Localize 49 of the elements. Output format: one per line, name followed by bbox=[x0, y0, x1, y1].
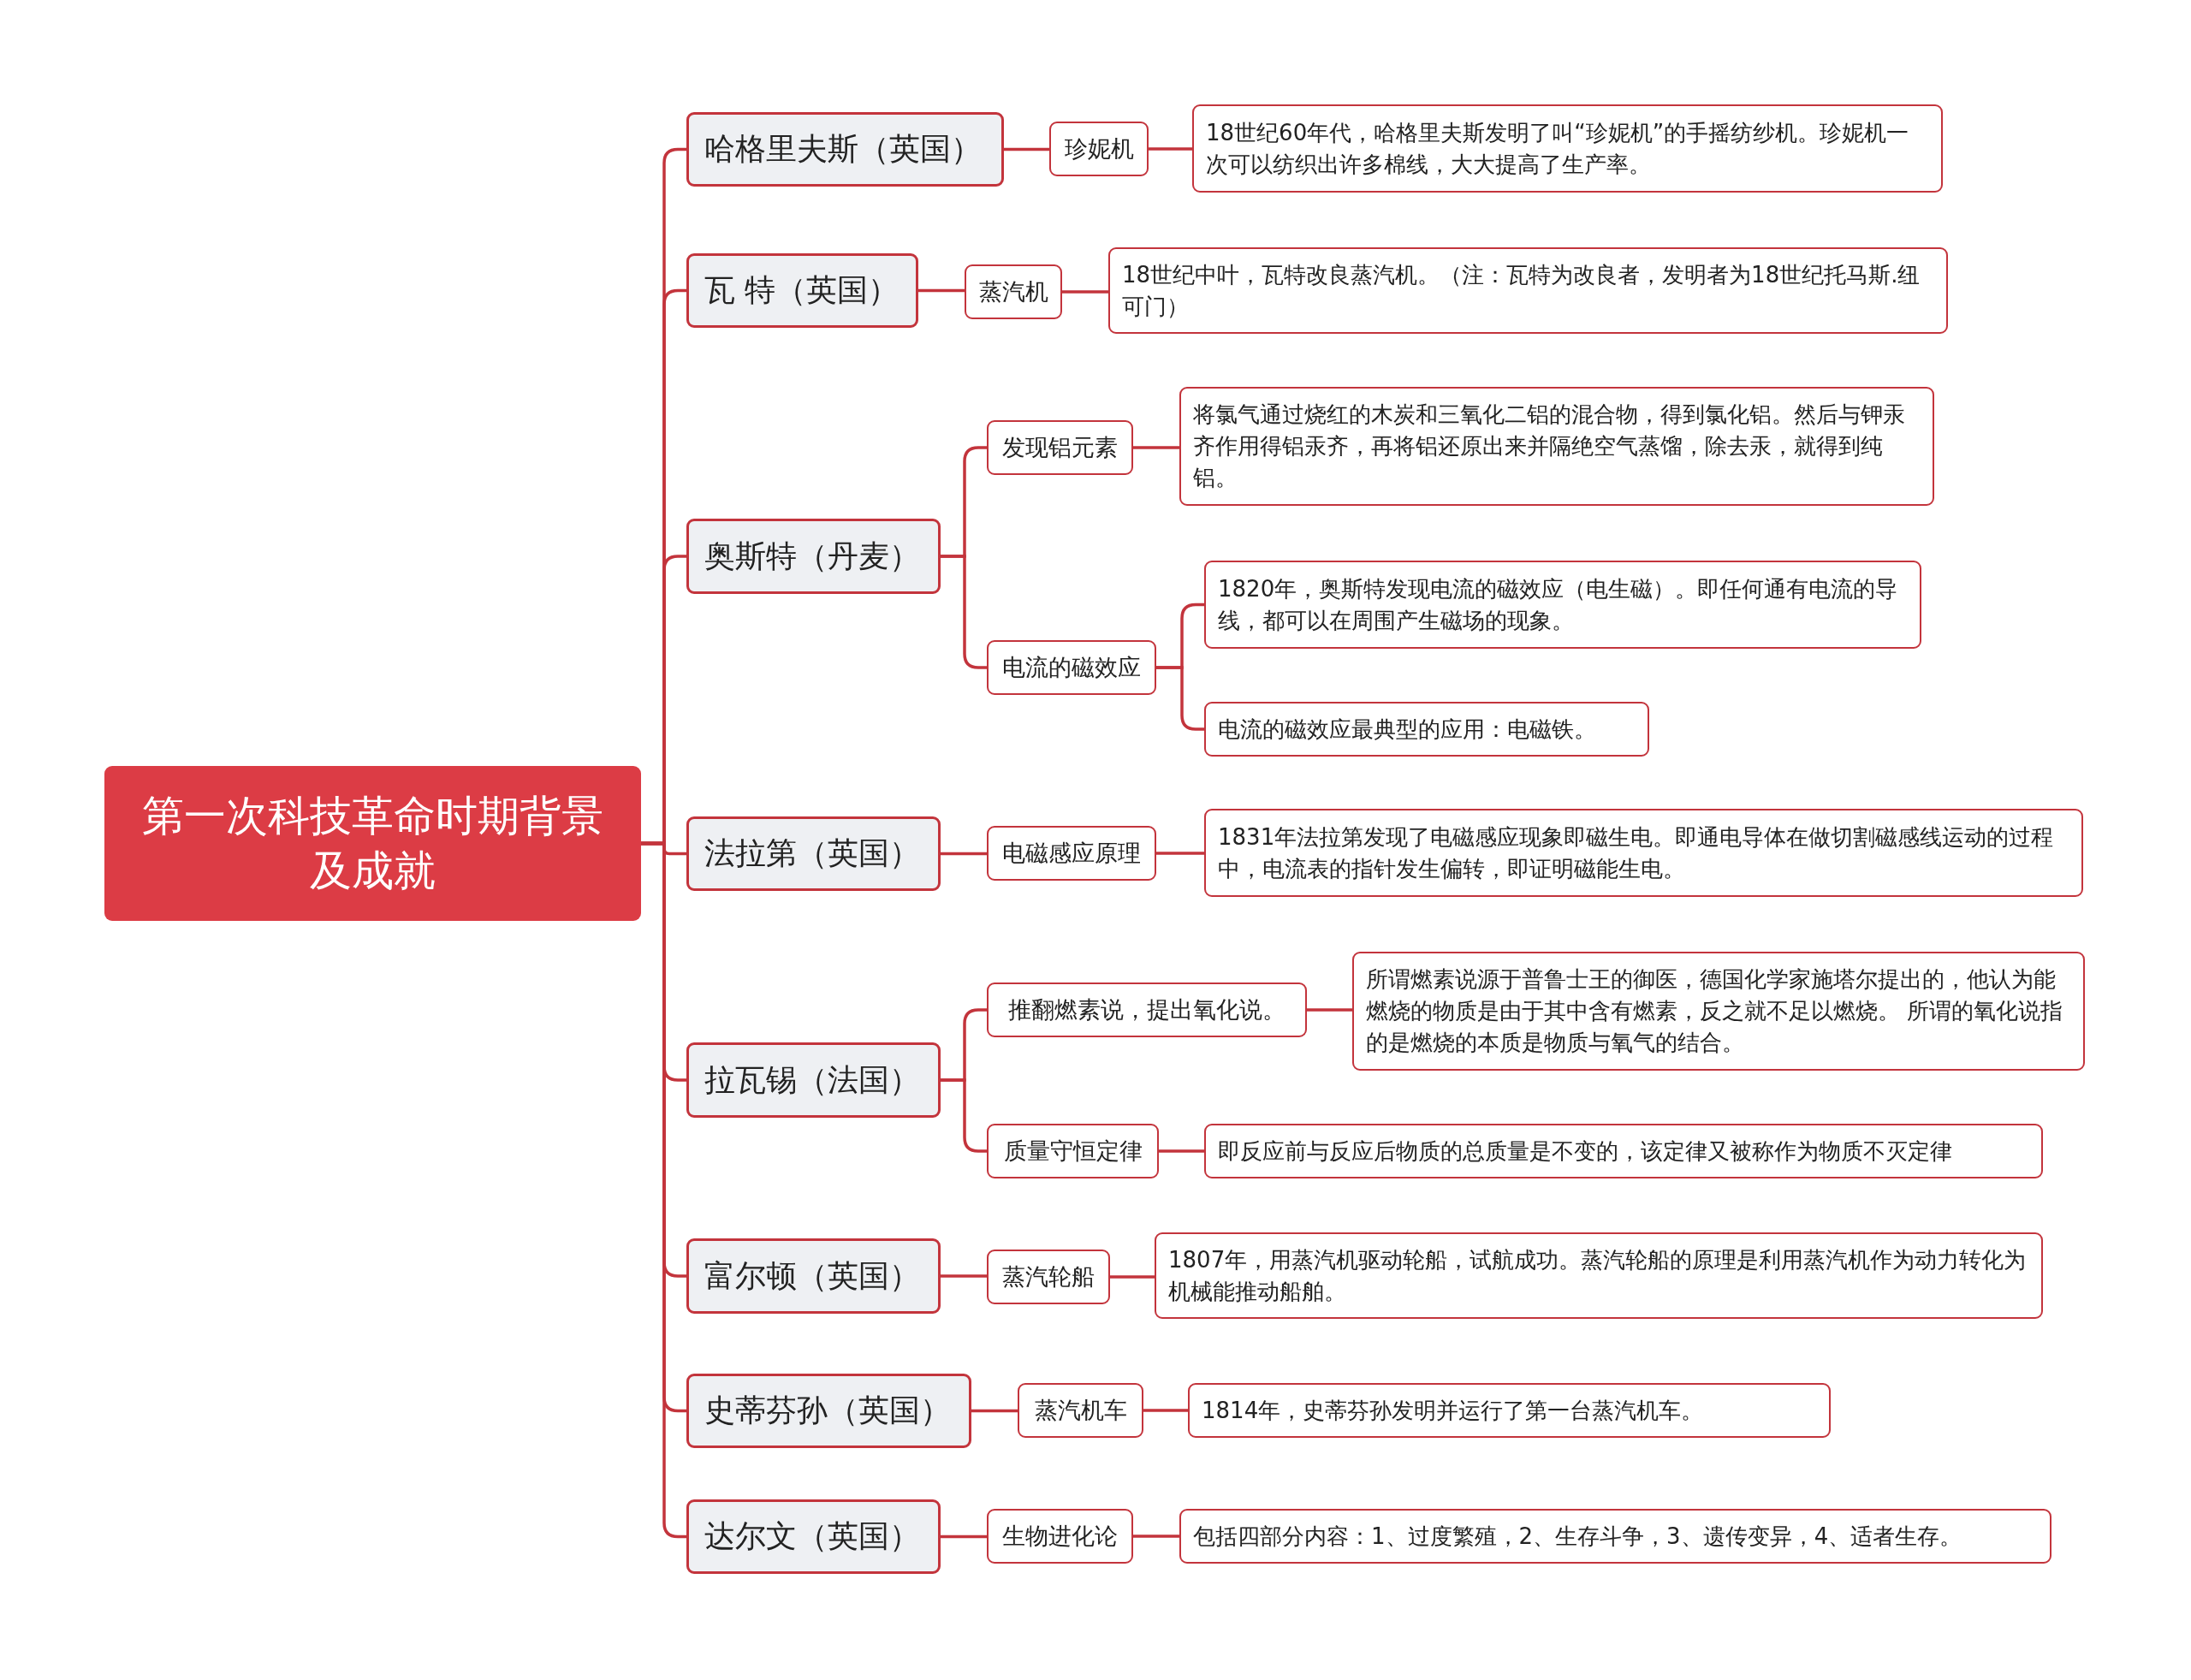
note-box: 1820年，奥斯特发现电流的磁效应（电生磁）。即任何通有电流的导线，都可以在周围产生磁场的现象。 bbox=[1204, 561, 1921, 649]
connector-line bbox=[941, 555, 987, 669]
note-box: 1831年法拉第发现了电磁感应现象即磁生电。即通电导体在做切割磁感线运动的过程中，电流表的指针发生偏转，即证明磁能生电。 bbox=[1204, 809, 2083, 897]
branch-box: 奥斯特（丹麦） bbox=[686, 519, 941, 594]
connector-line bbox=[941, 1078, 987, 1153]
note-box: 1807年，用蒸汽机驱动轮船，试航成功。蒸汽轮船的原理是利用蒸汽机作为动力转化为机械能推动船舶。 bbox=[1155, 1232, 2043, 1319]
connector-line bbox=[1110, 1275, 1155, 1279]
branch-box: 瓦 特（英国） bbox=[686, 253, 918, 328]
subtopic-box: 电流的磁效应 bbox=[987, 640, 1156, 695]
note-box: 所谓燃素说源于普鲁士王的御医，德国化学家施塔尔提出的，他认为能燃烧的物质是由于其中含有燃素，反之就不足以燃烧。 所谓的氧化说指的是燃烧的本质是物质与氧气的结合。 bbox=[1352, 952, 2085, 1071]
subtopic-box: 蒸汽机车 bbox=[1018, 1383, 1143, 1438]
note-box: 1814年，史蒂芬孙发明并运行了第一台蒸汽机车。 bbox=[1188, 1383, 1831, 1438]
branch-box: 富尔顿（英国） bbox=[686, 1238, 941, 1314]
central-topic-box: 第一次科技革命时期背景及成就 bbox=[104, 766, 641, 921]
connector-line bbox=[1133, 1535, 1179, 1538]
note-box: 18世纪60年代，哈格里夫斯发明了叫“珍妮机”的手摇纺纱机。珍妮机一次可以纺织出许多棉线，大大提高了生产率。 bbox=[1192, 104, 1943, 193]
connector-line bbox=[1143, 1409, 1188, 1412]
connector-line bbox=[1004, 147, 1049, 151]
connector-line bbox=[1156, 852, 1204, 855]
subtopic-box: 质量守恒定律 bbox=[987, 1124, 1159, 1178]
note-box: 将氯气通过烧红的木炭和三氧化二铝的混合物，得到氯化铝。然后与钾汞齐作用得铝汞齐，再将铝还原出来并隔绝空气蒸馏，除去汞，就得到纯铝。 bbox=[1179, 387, 1934, 506]
connector-line bbox=[1156, 666, 1204, 731]
branch-box: 拉瓦锡（法国） bbox=[686, 1042, 941, 1118]
branch-box: 史蒂芬孙（英国） bbox=[686, 1374, 971, 1448]
connector-line bbox=[1149, 147, 1192, 151]
connector-line bbox=[1159, 1149, 1204, 1153]
connector-line bbox=[941, 1274, 987, 1278]
note-box: 包括四部分内容：1、过度繁殖，2、生存斗争，3、遗传变异，4、适者生存。 bbox=[1179, 1509, 2051, 1564]
connector-line bbox=[918, 288, 965, 293]
subtopic-box: 发现铝元素 bbox=[987, 420, 1133, 475]
note-box: 即反应前与反应后物质的总质量是不变的，该定律又被称作为物质不灭定律 bbox=[1204, 1124, 2043, 1178]
branch-box: 达尔文（英国） bbox=[686, 1499, 941, 1574]
note-box: 电流的磁效应最典型的应用：电磁铁。 bbox=[1204, 702, 1649, 757]
subtopic-box: 推翻燃素说，提出氧化说。 bbox=[987, 982, 1307, 1037]
subtopic-box: 蒸汽机 bbox=[965, 264, 1062, 319]
branch-box: 法拉第（英国） bbox=[686, 816, 941, 891]
connector-line bbox=[1133, 446, 1179, 449]
connector-line bbox=[941, 1535, 987, 1539]
subtopic-box: 电磁感应原理 bbox=[987, 826, 1156, 881]
connector-line bbox=[971, 1409, 1018, 1413]
subtopic-box: 生物进化论 bbox=[987, 1509, 1133, 1564]
connector-line bbox=[1062, 290, 1108, 294]
subtopic-box: 蒸汽轮船 bbox=[987, 1250, 1110, 1304]
note-box: 18世纪中叶，瓦特改良蒸汽机。（注：瓦特为改良者，发明者为18世纪托马斯.纽可门） bbox=[1108, 247, 1948, 334]
connector-line bbox=[1307, 1008, 1352, 1012]
connector-line bbox=[641, 841, 686, 1539]
subtopic-box: 珍妮机 bbox=[1049, 122, 1149, 176]
branch-box: 哈格里夫斯（英国） bbox=[686, 112, 1004, 187]
connector-line bbox=[941, 852, 987, 856]
